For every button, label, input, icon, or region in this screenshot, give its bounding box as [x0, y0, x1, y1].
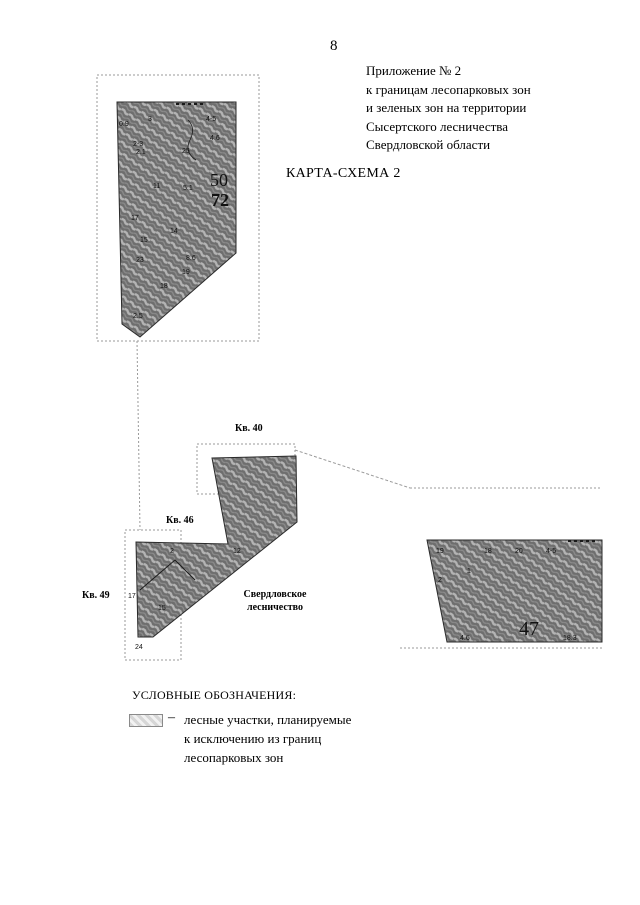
- page-number: 8: [330, 38, 338, 54]
- parcel-label: 12: [233, 548, 241, 555]
- legend-swatch: [129, 714, 163, 727]
- appendix-line: к границам лесопарковых зон: [366, 81, 531, 97]
- parcel-label: 2.1: [136, 149, 146, 156]
- legend-line: лесопарковых зон: [184, 750, 284, 765]
- parcel-label: 18: [160, 283, 168, 290]
- connector-line: [136, 340, 141, 531]
- parcel-label: 4.6: [210, 135, 220, 142]
- parcel-label: 3: [148, 116, 152, 123]
- legend-line: лесные участки, планируемые: [184, 712, 352, 727]
- parcel-label: 4-5: [206, 116, 216, 123]
- parcel-label: 2.5: [133, 313, 143, 320]
- connector-line-right: [294, 449, 411, 489]
- lesnichestvo-label: Свердловское: [244, 589, 308, 600]
- parcel-label: 18: [484, 548, 492, 555]
- parcel-label: 17: [128, 593, 136, 600]
- forest-parcel-47: [426, 539, 603, 643]
- forest-parcel-top: [116, 101, 237, 338]
- parcel-label: 19: [182, 269, 190, 276]
- lesnichestvo-label: лесничество: [247, 602, 303, 613]
- quarter-number-47: 47: [519, 618, 539, 640]
- quarter-label-49: Кв. 49: [82, 590, 110, 601]
- parcel-label: 24: [135, 644, 143, 651]
- parcel-label: 5.1: [183, 185, 193, 192]
- legend-line: к исключению из границ: [184, 731, 322, 746]
- parcel-label: 4.6: [460, 635, 470, 642]
- appendix-line: Сысертского лесничества: [366, 118, 509, 134]
- parcel-label: 14: [170, 228, 178, 235]
- parcel-labels: 0.9 3 4-5 4.6 2-3 2.1 25 11 5.1 17 14 15…: [119, 116, 577, 651]
- parcel-label: 0.9: [119, 121, 129, 128]
- forest-parcel-40-46-49: [135, 455, 298, 638]
- parcel-label: 19: [436, 548, 444, 555]
- quarter-number-50: 50: [210, 170, 228, 190]
- appendix-line: и зеленых зон на территории: [366, 100, 527, 115]
- parcel-label: 1: [467, 568, 471, 575]
- quarter-number-72: 72: [211, 190, 229, 210]
- quarter-label-46: Кв. 46: [166, 515, 194, 526]
- quarter-label-40: Кв. 40: [235, 423, 263, 434]
- parcel-label: 20: [515, 548, 523, 555]
- parcel-label: 17: [131, 215, 139, 222]
- parcel-label: 15: [140, 237, 148, 244]
- parcel-label: 11: [153, 183, 160, 190]
- parcel-label: 15: [158, 605, 166, 612]
- parcel-label: 2: [170, 548, 174, 555]
- parcel-label: 23: [136, 257, 144, 264]
- legend-dash: –: [168, 710, 175, 725]
- legend-title: УСЛОВНЫЕ ОБОЗНАЧЕНИЯ:: [132, 688, 297, 702]
- parcel-label: 25: [182, 148, 190, 155]
- parcel-label: 18.3: [563, 635, 577, 642]
- parcel-dividers: [139, 103, 598, 591]
- parcel-label: 4-5: [546, 548, 556, 555]
- appendix-line: Свердловской области: [366, 137, 491, 152]
- parcel-label: 8.6: [186, 255, 196, 262]
- quarter-boundary-top: [96, 74, 260, 342]
- legend-description: лесные участки, планируемые к исключению…: [184, 710, 351, 767]
- appendix-line: Приложение № 2: [366, 63, 462, 78]
- appendix-caption: Приложение № 2 к границам лесопарковых з…: [366, 62, 531, 155]
- parcel-label: 2-3: [133, 141, 143, 148]
- map-title: КАРТА-СХЕМА 2: [286, 166, 401, 181]
- parcel-label: 2: [438, 577, 442, 584]
